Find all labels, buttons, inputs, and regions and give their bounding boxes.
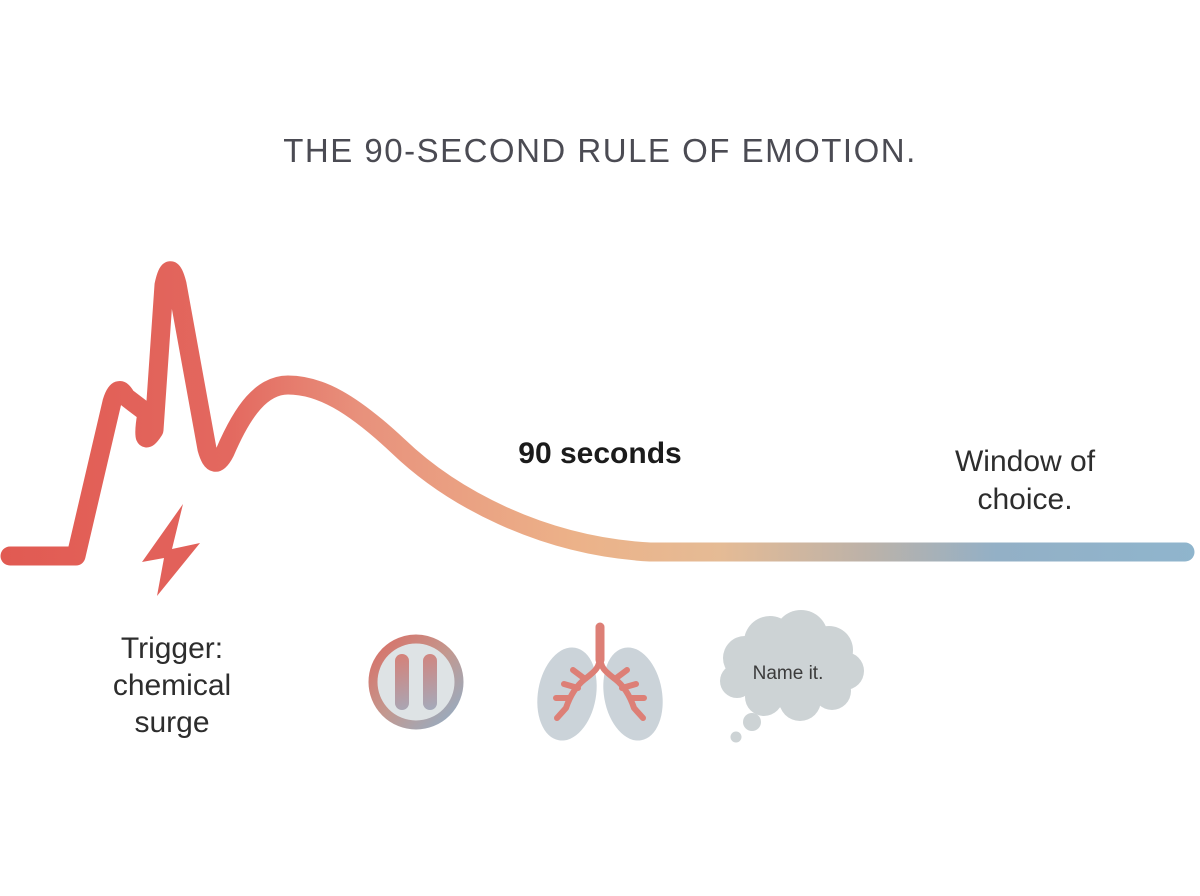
trigger-label: Trigger: chemical surge [52, 630, 292, 741]
name-it-label: Name it. [752, 663, 824, 684]
lungs-icon [537, 622, 663, 741]
window-of-choice-line2: choice. [977, 483, 1073, 516]
pause-button-icon [368, 634, 464, 730]
window-of-choice-line1: Window of [954, 445, 1096, 478]
thought-bubble-icon [720, 610, 864, 743]
trigger-line3: surge [134, 706, 210, 739]
ninety-seconds-label: 90 seconds [518, 437, 682, 470]
page-title: THE 90-SECOND RULE OF EMOTION. [283, 132, 917, 169]
emotion-intensity-curve [0, 261, 1195, 566]
trigger-line2: chemical [112, 669, 232, 702]
trigger-line1: Trigger: [120, 632, 224, 665]
window-of-choice-label: Window of choice. [905, 443, 1145, 519]
lightning-bolt-icon [142, 504, 200, 596]
